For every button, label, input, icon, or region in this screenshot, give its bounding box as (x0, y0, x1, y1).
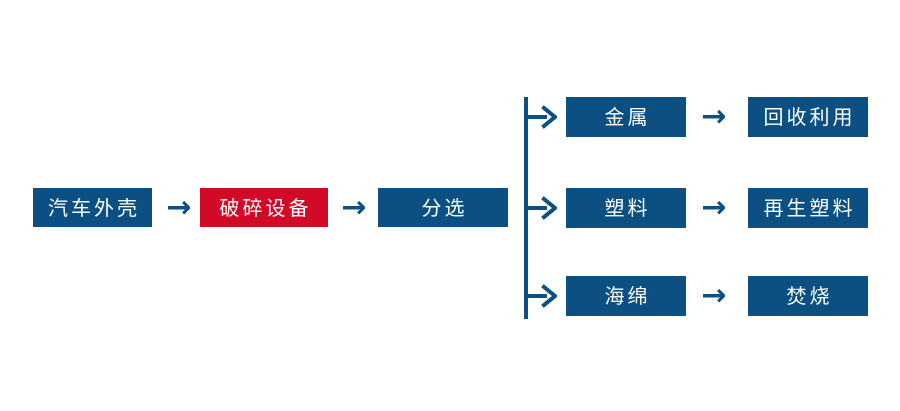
branch-arrow-plastic-icon (527, 194, 557, 222)
node-sorting[interactable]: 分选 (378, 188, 508, 227)
node-sponge[interactable]: 海绵 (566, 276, 686, 316)
arrow-metal-to-recycle-icon: → (701, 99, 727, 134)
branch-arrow-metal-icon (527, 103, 557, 131)
node-sorting-label: 分选 (421, 195, 468, 220)
node-sponge-label: 海绵 (604, 284, 651, 308)
node-car-shell-label: 汽车外壳 (48, 195, 140, 220)
node-plastic[interactable]: 塑料 (566, 188, 686, 228)
node-recycle-reuse-label: 回收利用 (763, 105, 856, 129)
node-crushing-equipment[interactable]: 破碎设备 (200, 188, 328, 227)
node-regenerated-plastic[interactable]: 再生塑料 (748, 188, 868, 228)
node-metal-label: 金属 (604, 105, 651, 129)
node-regenerated-plastic-label: 再生塑料 (763, 196, 856, 220)
branch-arrow-sponge-icon (527, 282, 557, 310)
arrow-shell-to-crusher-icon: → (166, 190, 192, 225)
arrow-crusher-to-sorting-icon: → (341, 190, 367, 225)
arrow-sponge-to-incineration-icon: → (701, 278, 727, 313)
node-incineration[interactable]: 焚烧 (748, 276, 868, 316)
node-incineration-label: 焚烧 (786, 284, 833, 308)
node-recycle-reuse[interactable]: 回收利用 (748, 97, 868, 137)
node-crushing-equipment-label: 破碎设备 (219, 195, 312, 220)
node-car-shell[interactable]: 汽车外壳 (33, 188, 152, 227)
node-metal[interactable]: 金属 (566, 97, 686, 137)
branch-bus-line (524, 97, 528, 319)
node-plastic-label: 塑料 (604, 196, 651, 220)
arrow-plastic-to-regenerated-icon: → (701, 190, 727, 225)
